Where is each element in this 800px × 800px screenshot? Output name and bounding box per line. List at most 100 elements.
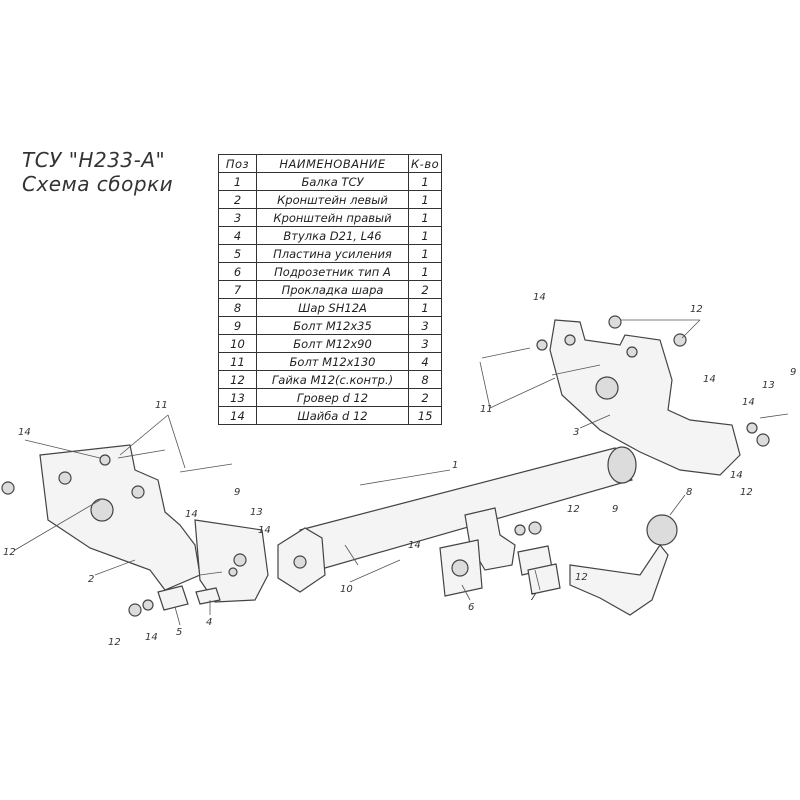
callout-2: 2	[88, 574, 94, 585]
washer-14-right	[536, 339, 548, 351]
callout-14-c: 14	[145, 632, 158, 643]
callout-11-right: 11	[480, 404, 493, 415]
callout-10: 10	[340, 584, 353, 595]
row-name: Втулка D21, L46	[256, 226, 409, 245]
callout-14-f: 14	[703, 374, 716, 385]
callout-14-a: 14	[18, 427, 31, 438]
leader-10	[349, 559, 401, 583]
bolt-9-left	[199, 571, 223, 576]
bolt-11-right	[481, 347, 531, 359]
row-pos: 11	[218, 352, 257, 371]
bolt-9-right	[759, 413, 789, 419]
washer-14-lower	[142, 599, 154, 611]
nut-12-right	[608, 315, 622, 329]
leader-6	[461, 584, 471, 601]
leader-2	[94, 559, 136, 576]
right-bracket-slot-2	[626, 346, 638, 358]
row-qty: 15	[407, 406, 443, 425]
callout-14-d: 14	[258, 525, 271, 536]
callout-12-bottom: 12	[108, 637, 121, 648]
left-bracket-hole	[90, 498, 114, 522]
bolt-10	[344, 544, 359, 566]
header-pos: Поз	[218, 154, 257, 173]
callout-12-right: 12	[740, 487, 753, 498]
callout-8: 8	[686, 487, 692, 498]
leader-5	[174, 606, 181, 626]
callout-14-i: 14	[408, 540, 421, 551]
leader-12d	[681, 319, 701, 339]
callout-14-e: 14	[533, 292, 546, 303]
tow-beam-plate-hole	[293, 555, 307, 569]
title-subtitle: Схема сборки	[22, 172, 174, 196]
row-qty: 3	[407, 334, 443, 353]
right-bracket-slot	[564, 334, 576, 346]
row-name: Болт М12х90	[256, 334, 409, 353]
bolt-11-left-2	[179, 463, 233, 473]
left-plate-hole	[233, 553, 247, 567]
callout-12-left: 12	[3, 547, 16, 558]
washer-14-center	[514, 524, 526, 536]
callout-13-right: 13	[762, 380, 775, 391]
leader-12a	[14, 499, 101, 551]
left-bracket	[39, 444, 201, 591]
bushing	[195, 587, 221, 605]
tow-ball-neck	[569, 543, 669, 616]
leader-11a	[119, 414, 169, 456]
reinforcement-plate	[157, 585, 189, 611]
leader-14a	[24, 439, 101, 459]
tow-beam-end	[607, 446, 637, 484]
callout-13-left: 13	[250, 507, 263, 518]
left-bracket-slot-2	[131, 485, 145, 499]
washer-14	[99, 454, 111, 466]
row-name: Кронштейн левый	[256, 190, 409, 209]
leader-7	[534, 569, 541, 591]
callout-12-right-top: 12	[690, 304, 703, 315]
leader-8	[669, 494, 686, 516]
callout-4: 4	[206, 617, 212, 628]
title-model: ТСУ "H233-A"	[22, 148, 166, 172]
callout-14-b: 14	[185, 509, 198, 520]
tow-ball	[646, 514, 678, 546]
grover-13	[228, 567, 238, 577]
callout-3: 3	[573, 427, 579, 438]
right-bracket	[549, 319, 741, 476]
callout-6: 6	[468, 602, 474, 613]
callout-14-h: 14	[730, 470, 743, 481]
row-name: Болт М12х35	[256, 316, 409, 335]
nut-12-center	[528, 521, 542, 535]
washer-14-right-2	[746, 422, 758, 434]
nut-12	[1, 481, 15, 495]
callout-7: 7	[530, 592, 537, 603]
leader-1	[359, 469, 451, 486]
socket-bracket-hole	[451, 559, 469, 577]
callout-11-left: 11	[155, 400, 168, 411]
bolt-11-left	[117, 449, 166, 459]
callout-14-g: 14	[742, 397, 755, 408]
nut-12-lower	[128, 603, 142, 617]
ball-spacer-2	[527, 563, 561, 595]
right-bracket-hole	[595, 376, 619, 400]
leader-11b	[167, 414, 186, 469]
row-qty: 1	[407, 244, 443, 263]
left-bracket-end-plate	[194, 519, 269, 603]
left-bracket-slot	[58, 471, 72, 485]
callout-5: 5	[176, 627, 182, 638]
row-name: Подрозетник тип А	[256, 262, 409, 281]
nut-12-right-3	[756, 433, 770, 447]
callout-9-right: 9	[790, 367, 796, 378]
leader-11c	[479, 361, 491, 409]
leader-11d	[489, 377, 556, 409]
callout-12-ball: 12	[575, 572, 588, 583]
callout-9-center: 9	[612, 504, 618, 515]
